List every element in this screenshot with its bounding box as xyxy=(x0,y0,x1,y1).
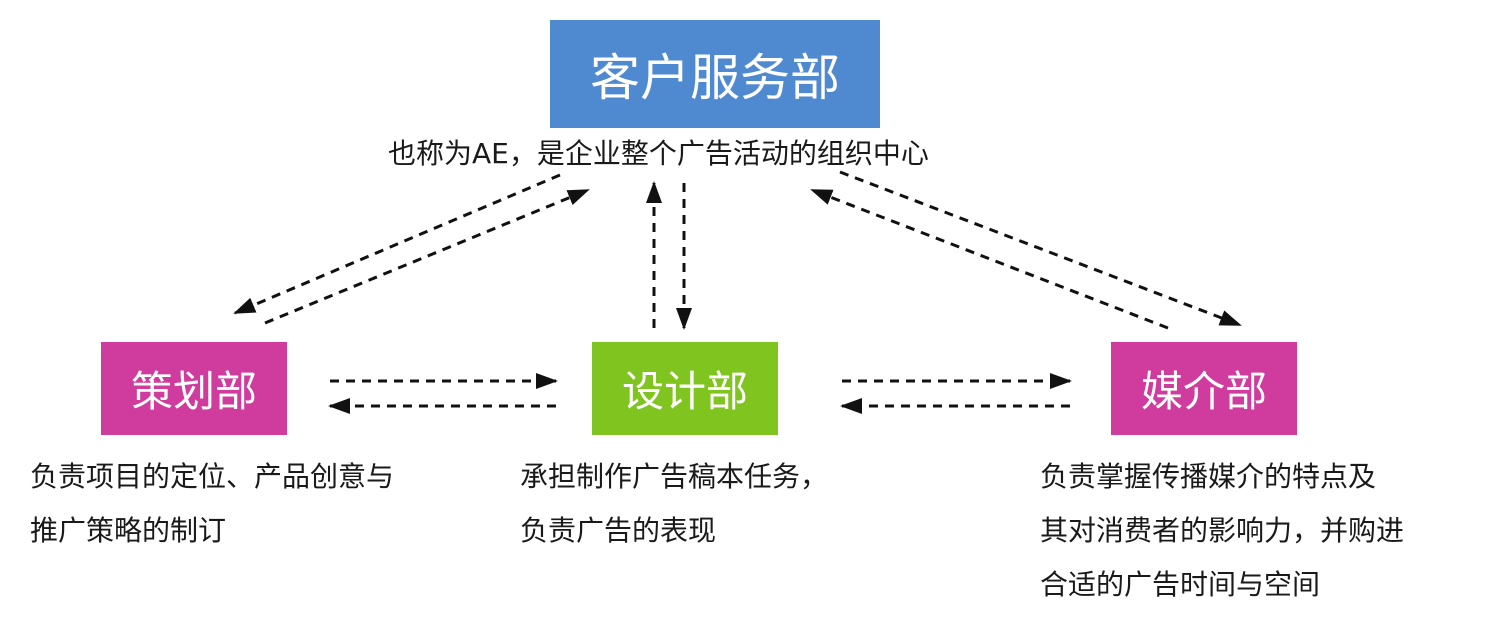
arrow-cs-to-planning xyxy=(233,173,561,315)
arrow-cs-to-media xyxy=(839,170,1242,327)
media-box: 媒介部 xyxy=(1111,342,1297,435)
design-box: 设计部 xyxy=(592,342,778,435)
media-description-line: 其对消费者的影响力，并购进 xyxy=(1040,514,1405,547)
customer-service-description-text: 也称为AE，是企业整个广告活动的组织中心 xyxy=(388,137,929,170)
media-description: 负责掌握传播媒介的特点及 其对消费者的影响力，并购进 合适的广告时间与空间 xyxy=(1040,450,1404,612)
customer-service-label: 客户服务部 xyxy=(590,49,840,107)
planning-description-line: 推广策略的制订 xyxy=(30,514,227,547)
media-description-line: 合适的广告时间与空间 xyxy=(1040,568,1321,601)
planning-description: 负责项目的定位、产品创意与 推广策略的制订 xyxy=(30,450,394,558)
customer-service-box: 客户服务部 xyxy=(550,20,880,128)
design-description-line: 承担制作广告稿本任务， xyxy=(520,460,829,493)
arrow-planning-to-cs xyxy=(264,188,590,325)
planning-box: 策划部 xyxy=(101,342,287,435)
design-description-line: 负责广告的表现 xyxy=(520,514,717,547)
planning-label: 策划部 xyxy=(130,367,257,416)
design-description: 承担制作广告稿本任务， 负责广告的表现 xyxy=(520,450,828,558)
media-description-line: 负责掌握传播媒介的特点及 xyxy=(1040,460,1377,493)
arrow-media-to-cs xyxy=(810,188,1169,330)
media-label: 媒介部 xyxy=(1140,367,1267,416)
customer-service-description: 也称为AE，是企业整个广告活动的组织中心 xyxy=(388,132,1108,176)
planning-description-line: 负责项目的定位、产品创意与 xyxy=(30,460,395,493)
design-label: 设计部 xyxy=(621,367,748,416)
